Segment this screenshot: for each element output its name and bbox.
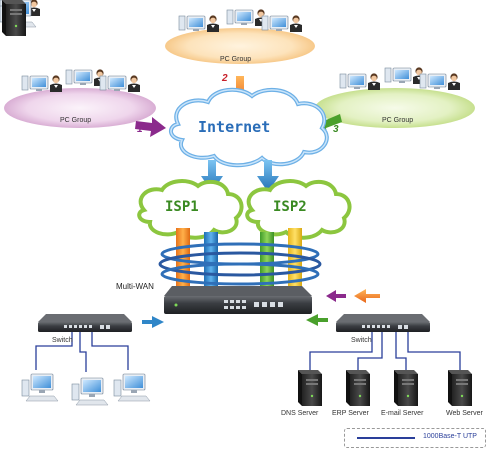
pc-group-right-label: PC Group	[382, 117, 414, 124]
arrow-router-to-left-switch	[142, 316, 164, 328]
switch-right	[336, 314, 430, 332]
internet-cloud	[169, 87, 329, 168]
switch-left	[38, 314, 132, 332]
web-server-label: Web Server	[446, 410, 483, 417]
isp1-label: ISP1	[165, 199, 199, 215]
wan-rings	[158, 242, 322, 286]
group-number-2: 2	[222, 73, 228, 84]
pc-group-top-ellipse	[165, 28, 315, 64]
isp2-cloud	[245, 179, 352, 240]
server-icon	[2, 0, 26, 36]
internet-label: Internet	[198, 118, 271, 136]
pc-group-left-label: PC Group	[60, 117, 92, 124]
switch-left-label: Switch	[52, 337, 73, 344]
legend-box: 1000Base-T UTP	[344, 428, 486, 448]
legend-cable-line	[357, 437, 415, 439]
pc-group-left-ellipse	[4, 88, 156, 128]
legend-label: 1000Base-T UTP	[423, 433, 477, 440]
pc-group-right-ellipse	[315, 88, 475, 128]
erp-server-label: ERP Server	[332, 410, 369, 417]
isp2-label: ISP2	[273, 199, 307, 215]
multi-wan-router	[164, 286, 312, 314]
isp1-blue-link	[204, 232, 218, 290]
isp1-orange-link	[176, 228, 190, 290]
arrows-to-router	[306, 289, 380, 326]
group-number-3: 3	[333, 124, 339, 135]
dns-server-label: DNS Server	[281, 410, 319, 417]
isp2-green-link	[260, 232, 274, 290]
isp1-cloud	[137, 179, 244, 240]
isp2-yellow-link	[288, 228, 302, 290]
pc-group-top-label: PC Group	[220, 56, 252, 63]
group-number-1: 1	[137, 124, 143, 135]
utp-cables	[35, 332, 461, 372]
multi-wan-label: Multi-WAN	[116, 282, 154, 291]
arrow-group1-to-internet	[135, 117, 166, 137]
email-server-label: E-mail Server	[381, 410, 424, 417]
switch-right-label: Switch	[351, 337, 372, 344]
